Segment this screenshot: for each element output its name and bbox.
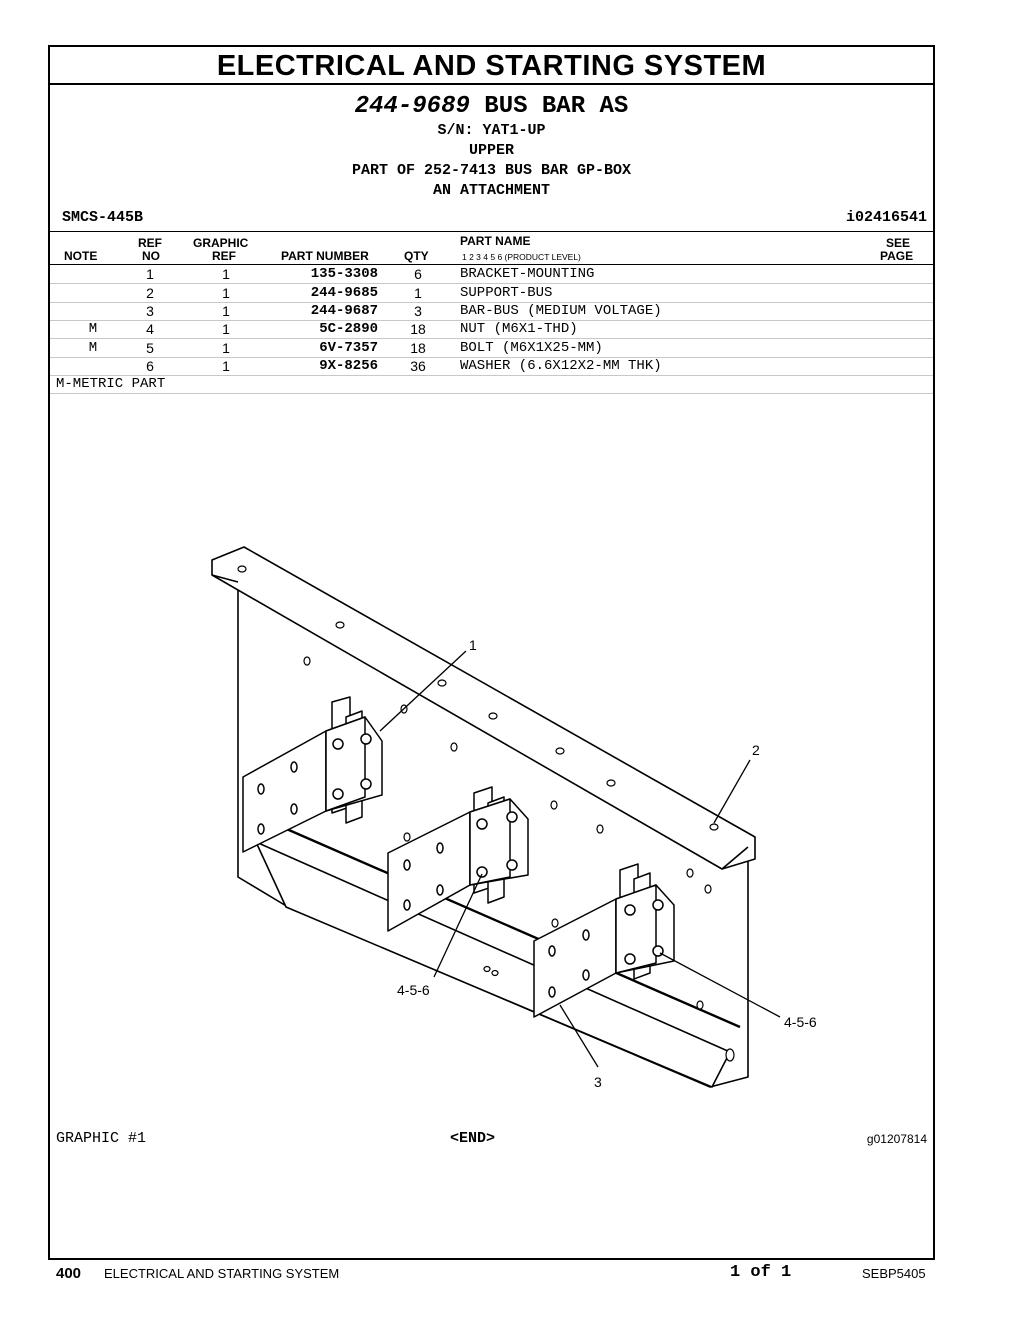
callout-label: 4-5-6	[784, 1014, 817, 1030]
row-ref: 1	[146, 266, 154, 282]
table-header-rule	[50, 264, 933, 265]
page-frame: ELECTRICAL AND STARTING SYSTEM 244-9689 …	[48, 45, 935, 1260]
row-graphic-ref: 1	[222, 266, 230, 282]
illustration-id: i02416541	[845, 209, 927, 226]
row-qty: 18	[410, 321, 426, 337]
leader-lines	[379, 650, 781, 1068]
col-see-bottom: PAGE	[880, 249, 914, 263]
row-part-number[interactable]: 244-9687	[310, 303, 378, 319]
part-of-text: PART OF 252-7413 BUS BAR GP-BOX	[351, 162, 632, 179]
page-title: ELECTRICAL AND STARTING SYSTEM	[50, 47, 933, 85]
row-ref: 4	[146, 321, 154, 337]
row-part-number[interactable]: 244-9685	[310, 285, 378, 301]
col-graphic-top: GRAPHIC	[193, 236, 249, 250]
serial-range: S/N: YAT1-UP	[437, 122, 546, 139]
table-top-rule	[50, 231, 933, 232]
assembly-part-number: 244-9689	[354, 93, 470, 120]
end-marker: <END>	[450, 1130, 496, 1147]
row-note: M	[88, 321, 98, 337]
row-part-name: BAR-BUS (MEDIUM VOLTAGE)	[460, 303, 662, 319]
callout-label: 3	[594, 1074, 602, 1090]
row-graphic-ref: 1	[222, 358, 230, 374]
row-qty: 1	[414, 285, 422, 301]
bracket-assembly-right	[533, 863, 675, 1018]
graphic-id: g01207814	[866, 1132, 927, 1146]
row-qty: 6	[414, 266, 422, 282]
table-row: M 4 1 5C-2890 18 NUT (M6X1-THD)	[50, 320, 933, 339]
row-part-name: BRACKET-MOUNTING	[460, 266, 595, 282]
col-note: NOTE	[64, 249, 98, 263]
graphic-label: GRAPHIC #1	[56, 1130, 147, 1147]
row-part-name: SUPPORT-BUS	[460, 285, 553, 301]
smcs-code: SMCS-445B	[62, 209, 144, 226]
assembly-part-name: BUS BAR AS	[484, 93, 629, 120]
table-row: 6 1 9X-8256 36 WASHER (6.6X12X2-MM THK)	[50, 357, 933, 376]
col-part-name: PART NAME	[460, 234, 531, 248]
table-row: 2 1 244-9685 1 SUPPORT-BUS	[50, 284, 933, 303]
assembly-heading: 244-9689 BUS BAR AS	[50, 93, 933, 120]
row-part-number[interactable]: 135-3308	[310, 266, 378, 282]
row-ref: 6	[146, 358, 154, 374]
col-product-levels: 1 2 3 4 5 6 (PRODUCT LEVEL)	[462, 252, 581, 262]
callout-label: 4-5-6	[397, 982, 430, 998]
bus-bar-illustration: 1 2 4-5-6 4-5-6 3	[211, 546, 817, 1090]
row-part-name: NUT (M6X1-THD)	[460, 321, 578, 337]
row-part-number[interactable]: 9X-8256	[319, 358, 378, 374]
col-see-top: SEE	[886, 236, 911, 250]
attachment-text: AN ATTACHMENT	[432, 182, 551, 199]
legend-rule	[50, 393, 933, 394]
col-ref-bottom: NO	[142, 249, 160, 263]
row-ref: 2	[146, 285, 154, 301]
metric-legend: M-METRIC PART	[56, 376, 166, 392]
row-ref: 3	[146, 303, 154, 319]
row-graphic-ref: 1	[222, 303, 230, 319]
table-row: 1 1 135-3308 6 BRACKET-MOUNTING	[50, 265, 933, 284]
bracket-assembly-middle	[387, 786, 529, 932]
col-graphic-bottom: REF	[212, 249, 236, 263]
row-part-number[interactable]: 5C-2890	[319, 321, 378, 337]
row-part-name: BOLT (M6X1X25-MM)	[460, 340, 603, 356]
col-ref-top: REF	[138, 236, 162, 250]
col-qty: QTY	[404, 249, 429, 263]
footer-section-title: ELECTRICAL AND STARTING SYSTEM	[104, 1266, 340, 1281]
row-qty: 18	[410, 340, 426, 356]
page-number: 400	[56, 1265, 82, 1282]
bracket-assembly-left	[242, 696, 383, 853]
document-code: SEBP5405	[862, 1266, 926, 1281]
col-part-number: PART NUMBER	[281, 249, 369, 263]
callout-label: 1	[469, 637, 477, 653]
flange-holes	[237, 565, 735, 1062]
row-qty: 3	[414, 303, 422, 319]
row-part-name: WASHER (6.6X12X2-MM THK)	[460, 358, 662, 374]
assembly-position: UPPER	[468, 142, 514, 159]
row-note: M	[88, 340, 98, 356]
table-row: M 5 1 6V-7357 18 BOLT (M6X1X25-MM)	[50, 339, 933, 358]
row-part-number[interactable]: 6V-7357	[319, 340, 378, 356]
row-qty: 36	[410, 358, 426, 374]
row-graphic-ref: 1	[222, 340, 230, 356]
callout-label: 2	[752, 742, 760, 758]
table-row: 3 1 244-9687 3 BAR-BUS (MEDIUM VOLTAGE)	[50, 302, 933, 321]
row-graphic-ref: 1	[222, 285, 230, 301]
row-ref: 5	[146, 340, 154, 356]
row-graphic-ref: 1	[222, 321, 230, 337]
page-count: 1 of 1	[730, 1263, 792, 1282]
